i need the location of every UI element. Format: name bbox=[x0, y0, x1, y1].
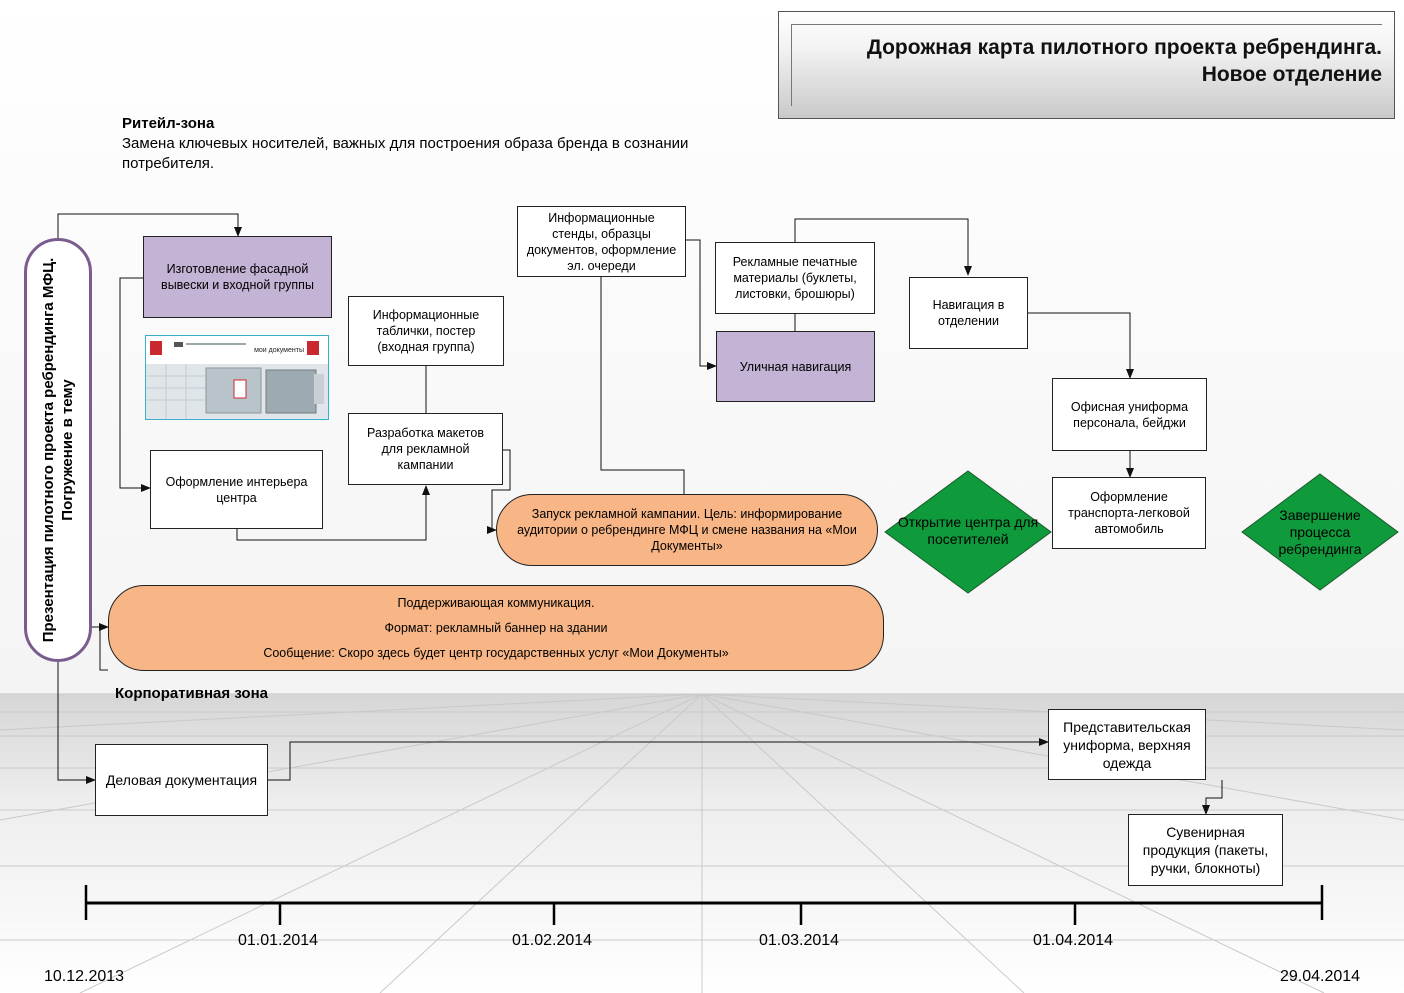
node-ad-layouts-label: Разработка макетов для рекламной кампани… bbox=[367, 426, 484, 472]
node-office-navigation-label: Навигация в отделении bbox=[932, 298, 1005, 328]
node-info-stands-label: Информационные стенды, образцы документо… bbox=[526, 210, 677, 273]
node-souvenirs[interactable]: Сувенирная продукция (пакеты, ручки, бло… bbox=[1128, 814, 1283, 886]
retail-zone-title: Ритейл-зона bbox=[122, 115, 215, 132]
timeline-tick-jan: 01.01.2014 bbox=[238, 932, 319, 949]
title-box-frame bbox=[791, 24, 1382, 106]
node-business-docs[interactable]: Деловая документация bbox=[95, 744, 268, 816]
timeline-tick-mar: 01.03.2014 bbox=[759, 932, 840, 949]
presentation-stage[interactable]: Презентация пилотного проекта ребрендинг… bbox=[24, 238, 92, 662]
timeline-tick-feb: 01.02.2014 bbox=[512, 932, 593, 949]
node-office-uniform[interactable]: Офисная униформа персонала, бейджи bbox=[1052, 378, 1207, 451]
node-office-navigation[interactable]: Навигация в отделении bbox=[909, 277, 1028, 349]
title-line-1: Дорожная карта пилотного проекта ребренд… bbox=[866, 36, 1382, 59]
opening-milestone-label: Открытие центра для посетителей bbox=[897, 514, 1039, 547]
retail-zone-header: Ритейл-зона Замена ключевых носителей, в… bbox=[122, 114, 782, 174]
completion-milestone-label: Завершение процесса ребрендинга bbox=[1278, 506, 1362, 557]
page-title: Дорожная карта пилотного проекта ребренд… bbox=[867, 34, 1382, 88]
timeline-start-date: 10.12.2013 bbox=[44, 968, 125, 985]
support-line-2: Формат: рекламный баннер на здании bbox=[384, 620, 608, 635]
presentation-label: Презентация пилотного проекта ребрендинг… bbox=[40, 257, 76, 643]
node-car-branding-label: Оформление транспорта-легковой автомобил… bbox=[1068, 490, 1190, 536]
support-line-1: Поддерживающая коммуникация. bbox=[397, 595, 595, 610]
node-office-uniform-label: Офисная униформа персонала, бейджи bbox=[1070, 399, 1189, 430]
node-street-navigation[interactable]: Уличная навигация bbox=[716, 331, 875, 402]
node-info-plates[interactable]: Информационные таблички, постер (входная… bbox=[348, 296, 504, 366]
timeline-tick-apr: 01.04.2014 bbox=[1033, 932, 1114, 949]
support-line-3: Сообщение: Скоро здесь будет центр госуд… bbox=[263, 646, 729, 661]
node-car-branding[interactable]: Оформление транспорта-легковой автомобил… bbox=[1052, 477, 1206, 549]
node-rep-uniform-label: Представительская униформа, верхняя одеж… bbox=[1063, 718, 1191, 771]
node-interior-design[interactable]: Оформление интерьера центра bbox=[150, 450, 323, 529]
mockup-brand-text: мои документы bbox=[254, 347, 304, 354]
facade-mockup-image: мои документы bbox=[145, 335, 329, 420]
node-interior-label: Оформление интерьера центра bbox=[165, 474, 308, 505]
roadmap-title-box: Дорожная карта пилотного проекта ребренд… bbox=[778, 11, 1395, 119]
node-info-plates-label: Информационные таблички, постер (входная… bbox=[372, 308, 480, 354]
node-ad-campaign-label: Запуск рекламной кампании. Цель: информи… bbox=[517, 507, 857, 553]
node-ad-campaign[interactable]: Запуск рекламной кампании. Цель: информи… bbox=[496, 494, 878, 566]
node-business-docs-label: Деловая документация bbox=[105, 772, 258, 788]
node-street-navigation-label: Уличная навигация bbox=[739, 359, 852, 374]
corporate-zone-title: Корпоративная зона bbox=[115, 685, 268, 702]
node-rep-uniform[interactable]: Представительская униформа, верхняя одеж… bbox=[1048, 709, 1206, 780]
node-souvenirs-label: Сувенирная продукция (пакеты, ручки, бло… bbox=[1142, 824, 1269, 876]
node-support-communication[interactable]: Поддерживающая коммуникация. Формат: рек… bbox=[108, 585, 884, 671]
node-ad-layouts[interactable]: Разработка макетов для рекламной кампани… bbox=[348, 413, 503, 485]
node-facade-signage[interactable]: Изготовление фасадной вывески и входной … bbox=[143, 236, 332, 318]
title-line-2: Новое отделение bbox=[1201, 63, 1382, 86]
node-print-materials-label: Рекламные печатные материалы (буклеты, л… bbox=[732, 255, 858, 301]
node-info-stands[interactable]: Информационные стенды, образцы документо… bbox=[517, 206, 686, 277]
facade-mockup-drawing: мои документы bbox=[146, 336, 328, 419]
timeline-end-date: 29.04.2014 bbox=[1280, 968, 1361, 985]
retail-zone-description: Замена ключевых носителей, важных для по… bbox=[122, 135, 689, 172]
node-facade-label: Изготовление фасадной вывески и входной … bbox=[161, 262, 314, 292]
node-print-materials[interactable]: Рекламные печатные материалы (буклеты, л… bbox=[715, 242, 875, 314]
